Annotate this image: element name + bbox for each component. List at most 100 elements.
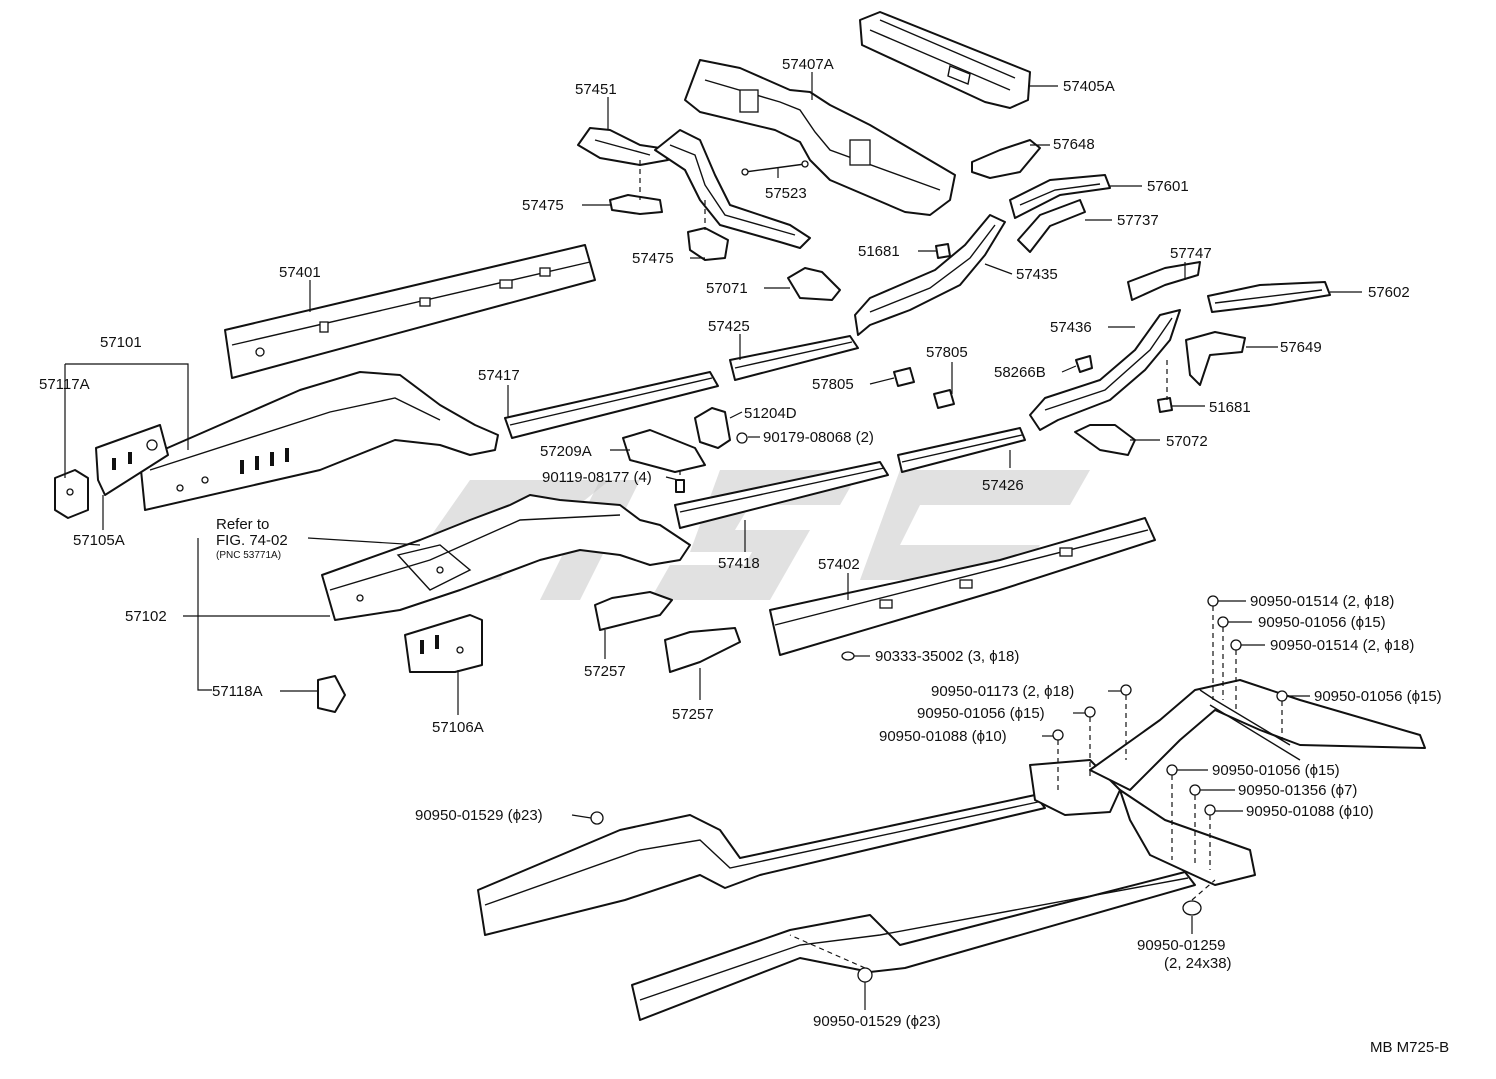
label-57118A: 57118A — [212, 683, 263, 700]
label-57072: 57072 — [1166, 433, 1208, 450]
label-57737: 57737 — [1117, 212, 1159, 229]
part-57523 — [741, 160, 809, 176]
label-57805-b: 57805 — [926, 344, 968, 361]
part-57475-lower — [687, 227, 729, 261]
part-57649 — [1185, 331, 1246, 386]
part-51681-upper — [935, 243, 951, 259]
label-57747: 57747 — [1170, 245, 1212, 262]
part-57648 — [971, 139, 1041, 179]
part-90179-nut — [736, 432, 748, 444]
label-90950-01259-qty: (2, 24x38) — [1164, 955, 1232, 972]
part-57475-upper — [609, 194, 663, 215]
part-57805-b — [933, 389, 955, 409]
label-57602: 57602 — [1368, 284, 1410, 301]
part-57435 — [854, 214, 1006, 336]
label-57401: 57401 — [279, 264, 321, 281]
label-90950-01529-b: 90950-01529 (ϕ23) — [813, 1013, 941, 1030]
label-57417: 57417 — [478, 367, 520, 384]
label-57435: 57435 — [1016, 266, 1058, 283]
label-57648: 57648 — [1053, 136, 1095, 153]
label-90950-01056-c: 90950-01056 (ϕ15) — [1314, 688, 1442, 705]
label-57451: 57451 — [575, 81, 617, 98]
label-57407A: 57407A — [782, 56, 834, 73]
part-crossmember-rail — [654, 129, 811, 249]
part-57209A — [622, 429, 706, 473]
part-51681-lower — [1157, 397, 1173, 413]
label-57071: 57071 — [706, 280, 748, 297]
part-57117A — [54, 469, 89, 519]
label-57106A: 57106A — [432, 719, 484, 736]
part-57418 — [674, 461, 889, 529]
label-57117A: 57117A — [39, 376, 90, 393]
label-57649: 57649 — [1280, 339, 1322, 356]
part-57257-a — [594, 591, 673, 631]
label-fig-ref: FIG. 74-02 — [216, 532, 288, 549]
part-57417 — [504, 371, 719, 439]
part-57402 — [769, 517, 1156, 656]
label-57601: 57601 — [1147, 178, 1189, 195]
label-90950-01356: 90950-01356 (ϕ7) — [1238, 782, 1357, 799]
diagram-code: MB M725-B — [1370, 1039, 1449, 1056]
label-refer-to: Refer to — [216, 516, 269, 533]
label-90179: 90179-08068 (2) — [763, 429, 874, 446]
label-51681-upper: 51681 — [858, 243, 900, 260]
label-90950-01529-a: 90950-01529 (ϕ23) — [415, 807, 543, 824]
label-57257-b: 57257 — [672, 706, 714, 723]
part-57257-b — [664, 627, 741, 673]
label-90950-01173: 90950-01173 (2, ϕ18) — [931, 683, 1074, 700]
part-57071 — [787, 267, 841, 301]
hole-plugs — [590, 595, 1288, 983]
label-90950-01056-d: 90950-01056 (ϕ15) — [1212, 762, 1340, 779]
label-90950-01088-b: 90950-01088 (ϕ10) — [1246, 803, 1374, 820]
label-57426: 57426 — [982, 477, 1024, 494]
label-90950-01259: 90950-01259 — [1137, 937, 1225, 954]
label-57101: 57101 — [100, 334, 142, 351]
part-57451 — [577, 127, 669, 166]
part-57102 — [321, 494, 691, 621]
part-57805-a — [893, 367, 915, 387]
part-57426 — [897, 427, 1026, 473]
label-57405A: 57405A — [1063, 78, 1115, 95]
label-57425: 57425 — [708, 318, 750, 335]
part-57747 — [1127, 261, 1201, 301]
part-57737 — [1017, 199, 1086, 253]
label-51681-lower: 51681 — [1209, 399, 1251, 416]
label-90950-01056-b: 90950-01056 (ϕ15) — [917, 705, 1045, 722]
assembly-lines — [639, 160, 1283, 969]
part-57106A — [404, 614, 483, 673]
part-57101 — [139, 371, 499, 511]
label-58266B: 58266B — [994, 364, 1046, 381]
label-90950-01056-a: 90950-01056 (ϕ15) — [1258, 614, 1386, 631]
label-57209A: 57209A — [540, 443, 592, 460]
part-57602 — [1207, 281, 1331, 313]
part-assembled-frame — [477, 679, 1426, 1021]
part-57436 — [1029, 309, 1181, 431]
label-57257-a: 57257 — [584, 663, 626, 680]
label-57105A: 57105A — [73, 532, 125, 549]
part-57072 — [1074, 424, 1136, 456]
label-57523: 57523 — [765, 185, 807, 202]
label-57475-lower: 57475 — [632, 250, 674, 267]
label-57805-a: 57805 — [812, 376, 854, 393]
part-57601 — [1009, 174, 1111, 219]
part-90119-bolt — [675, 479, 685, 493]
part-57118A — [317, 675, 346, 713]
part-51204D — [694, 407, 731, 449]
label-57102: 57102 — [125, 608, 167, 625]
label-90950-01514-a: 90950-01514 (2, ϕ18) — [1250, 593, 1394, 610]
leader-lines — [64, 72, 1362, 1010]
label-90333: 90333-35002 (3, ϕ18) — [875, 648, 1019, 665]
label-57418: 57418 — [718, 555, 760, 572]
label-90950-01514-b: 90950-01514 (2, ϕ18) — [1270, 637, 1414, 654]
part-90333-grommet — [841, 651, 855, 661]
part-57407A — [684, 59, 956, 216]
label-57436: 57436 — [1050, 319, 1092, 336]
label-90950-01088-a: 90950-01088 (ϕ10) — [879, 728, 1007, 745]
label-90119: 90119-08177 (4) — [542, 469, 652, 486]
label-51204D: 51204D — [744, 405, 797, 422]
part-labels: 57405A 57407A 57451 57648 57523 57601 57… — [39, 56, 1449, 1056]
label-57475-upper: 57475 — [522, 197, 564, 214]
label-57402: 57402 — [818, 556, 860, 573]
